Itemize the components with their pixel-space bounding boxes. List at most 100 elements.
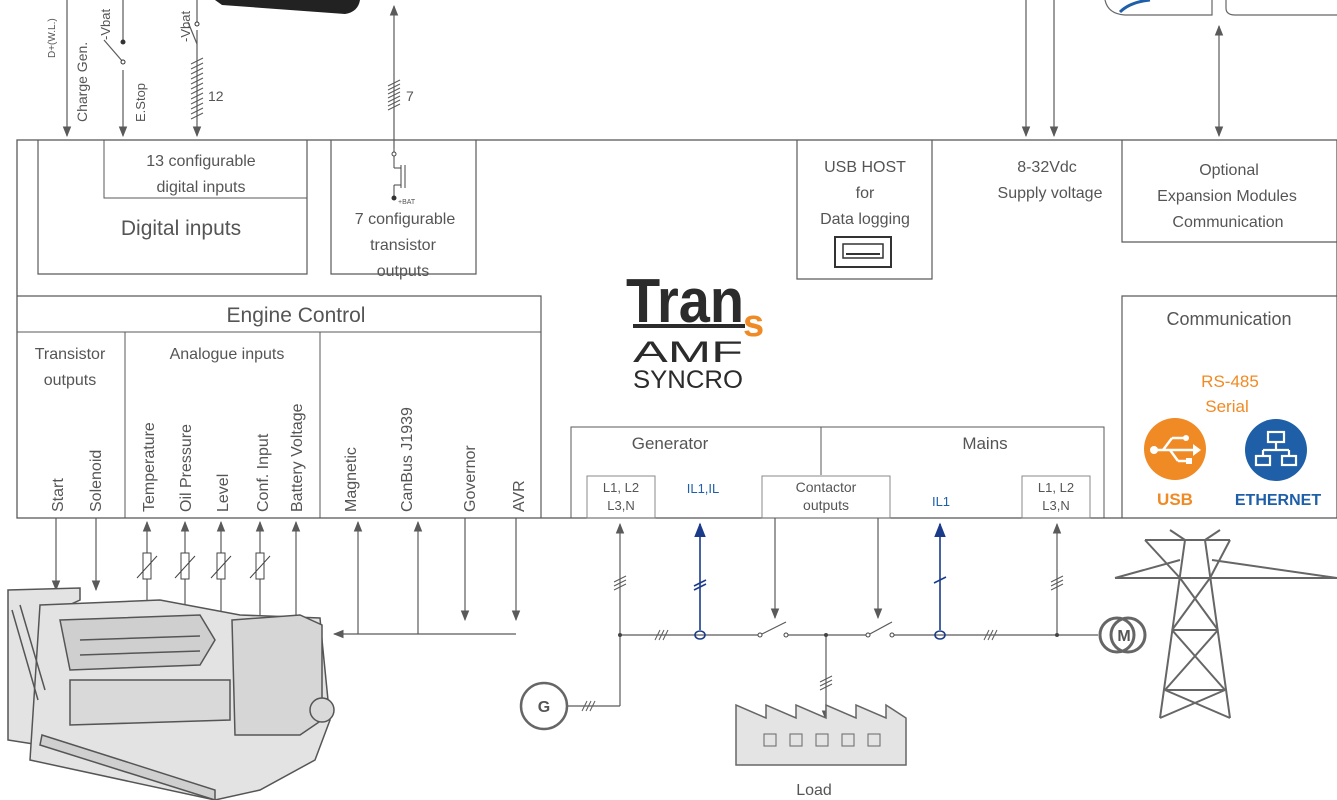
mains-phase-line2: L3,N (1042, 498, 1069, 513)
bus-node (824, 633, 828, 637)
gen-current-label: IL1,IL (687, 481, 720, 496)
supply-line2: Supply voltage (998, 185, 1103, 202)
transformer-symbol-icon (1109, 616, 1147, 654)
usb-host-box (796, 140, 933, 280)
usb-label: USB (1157, 490, 1193, 509)
bat-label: +BAT (398, 199, 416, 206)
motor-symbol-label: M (1117, 628, 1130, 645)
logo-underline (633, 324, 745, 328)
mains-current-label: IL1 (932, 494, 950, 509)
switch-contact (194, 21, 200, 27)
transistor-outputs-top-box (330, 140, 477, 275)
item-avr: AVR (511, 480, 528, 512)
item-solenoid: Solenoid (88, 450, 105, 512)
communication-title: Communication (1166, 309, 1291, 329)
charge-gen-label: Charge Gen. (74, 42, 90, 122)
sensor-symbols (136, 552, 271, 580)
top-input-lines (62, 0, 399, 148)
digital-inputs-title: Digital inputs (121, 217, 241, 240)
gen-phase-box (586, 475, 656, 519)
breaker-contact (783, 632, 789, 638)
item-governor: Governor (462, 445, 479, 512)
mains-label: Mains (962, 434, 1007, 453)
breaker-contact (889, 632, 895, 638)
switch-contact (120, 59, 126, 65)
usb-host-line2: for (856, 185, 875, 202)
item-oil-pressure: Oil Pressure (178, 424, 195, 512)
contactor-box (761, 475, 891, 519)
item-battery-voltage: Battery Voltage (289, 403, 306, 512)
power-pylon-icon (1114, 529, 1337, 719)
bus-node (618, 633, 622, 637)
ethernet-label: ETHERNET (1235, 492, 1321, 509)
minus-vbat-label-1: -Vbat (98, 9, 113, 40)
expansion-line3: Communication (1172, 214, 1283, 231)
expansion-module-icon (1118, 0, 1151, 14)
controller-frame (16, 139, 1337, 519)
ethernet-icon (1245, 419, 1307, 481)
load-label: Load (796, 782, 832, 799)
terminal-dot (391, 151, 397, 157)
cable-plug-shape (215, 0, 360, 14)
gen-phase-line1: L1, L2 (603, 480, 639, 495)
transistor-top-line3: outputs (377, 263, 429, 280)
minus-vbat-label-2: -Vbat (178, 11, 193, 42)
terminal-dot (391, 195, 397, 201)
generator-label: Generator (632, 434, 709, 453)
gen-phase-line2: L3,N (607, 498, 634, 513)
switch-contact (120, 39, 126, 45)
engine-analogue-label: Analogue inputs (170, 346, 285, 363)
expansion-line2: Expansion Modules (1157, 188, 1297, 205)
expansion-line1: Optional (1199, 162, 1259, 179)
wl-label: D+(W.L.) (47, 18, 58, 58)
genset-illustration (7, 587, 335, 800)
bus-node (1055, 633, 1059, 637)
breaker-contact (865, 632, 871, 638)
supply-arrows (1021, 0, 1059, 138)
engine-transistor-line2: outputs (44, 372, 96, 389)
digital-inputs-sub-line2: digital inputs (157, 179, 246, 196)
expansion-module-box (1104, 0, 1213, 16)
generator-bus (568, 518, 1098, 722)
bus-hatches (581, 575, 1064, 712)
usb-host-line1: USB HOST (824, 159, 906, 176)
mains-phase-box (1021, 475, 1091, 519)
bus-hatch-7 (387, 79, 401, 111)
transformer-symbol-icon (1098, 616, 1136, 654)
current-transformers (693, 522, 947, 640)
expansion-box (1121, 140, 1337, 243)
item-conf-input: Conf. Input (255, 433, 272, 512)
estop-label: E.Stop (133, 83, 148, 122)
communication-box (1121, 295, 1337, 518)
item-level: Level (215, 474, 232, 512)
item-temperature: Temperature (141, 422, 158, 512)
engine-control-title: Engine Control (227, 304, 366, 327)
digital-inputs-sub-box (103, 140, 307, 199)
trans-amf-syncro-logo: Tran s AMF SYNCRO (626, 267, 764, 394)
contactor-line1: Contactor (796, 479, 857, 495)
rs485-line1: RS-485 (1201, 372, 1259, 391)
contactor-line2: outputs (803, 497, 849, 513)
expansion-module-box-2 (1225, 0, 1337, 16)
count-7-label: 7 (406, 88, 414, 104)
digital-inputs-sub-line1: 13 configurable (146, 153, 256, 170)
item-canbus: CanBus J1939 (399, 407, 416, 512)
usb-host-line3: Data logging (820, 211, 910, 228)
supply-line1: 8-32Vdc (1017, 159, 1077, 176)
count-12-label: 12 (208, 88, 224, 104)
item-magnetic: Magnetic (343, 447, 360, 512)
transistor-top-line2: transistor (370, 237, 436, 254)
digital-inputs-box (37, 140, 308, 275)
engine-transistor-line1: Transistor (35, 346, 106, 363)
rs485-line2: Serial (1205, 397, 1248, 416)
gen-symbol-label: G (538, 699, 550, 716)
generator-symbol-icon (519, 681, 569, 731)
factory-icon (735, 703, 907, 766)
bus-hatch-12 (190, 57, 204, 120)
transistor-top-line1: 7 configurable (355, 211, 456, 228)
breaker-contact (757, 632, 763, 638)
logo-s: s (743, 303, 764, 345)
engine-control-box (17, 295, 542, 518)
